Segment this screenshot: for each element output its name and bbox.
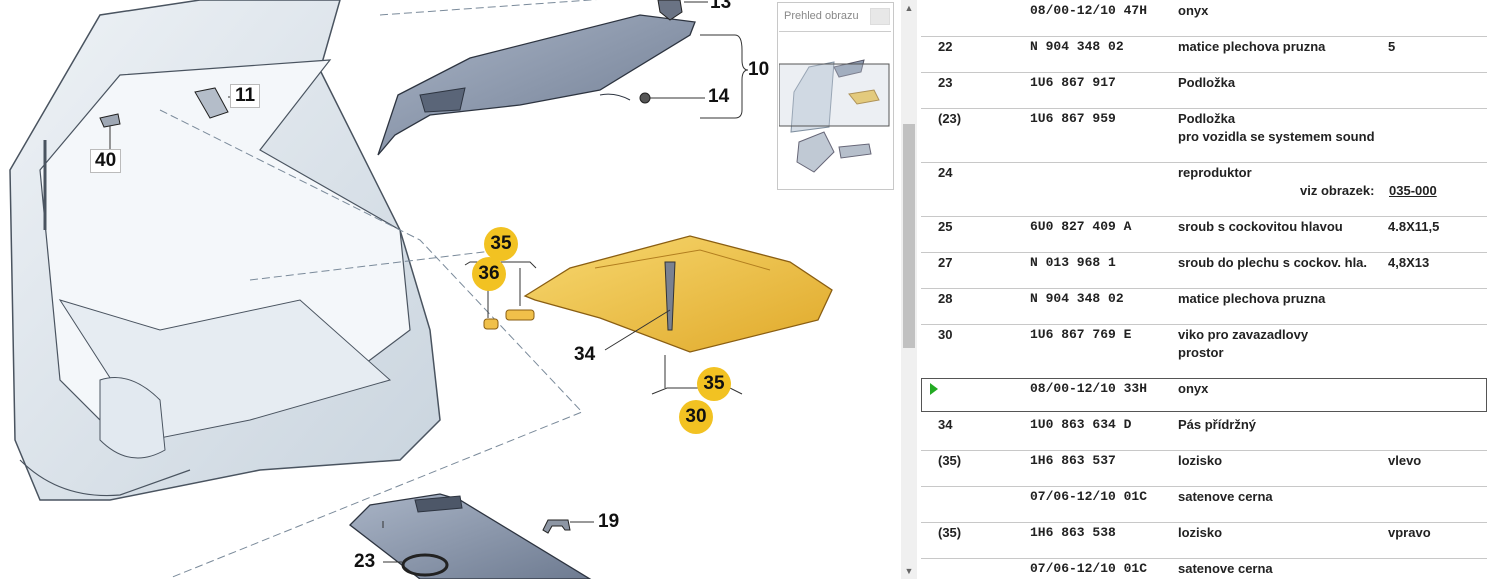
callout-40[interactable]: 40 — [90, 149, 122, 173]
overview-thumbnail-drawing — [779, 59, 890, 173]
part-number-cell: 08/00-12/10 47H — [1030, 3, 1148, 18]
parts-diagram[interactable]: 13 10 11 14 40 19 23 34 35 36 35 30 Preh… — [0, 0, 900, 579]
description-cell: Podložka — [1178, 111, 1236, 126]
part-number-cell: 08/00-12/10 33H — [1030, 381, 1148, 396]
description-cell: onyx — [1178, 381, 1209, 396]
description-cell: onyx — [1178, 3, 1209, 18]
remark-cell: vpravo — [1388, 525, 1431, 540]
callout-11[interactable]: 11 — [230, 84, 261, 108]
remark-cell: vlevo — [1388, 453, 1422, 468]
callout-19[interactable]: 19 — [598, 511, 620, 532]
description-cell: lozisko — [1178, 453, 1223, 468]
table-row[interactable]: 28 N 904 348 02 matice plechova pruzna — [921, 288, 1487, 325]
part-number-cell: 6U0 827 409 A — [1030, 219, 1132, 234]
scroll-thumb[interactable] — [903, 124, 915, 348]
scroll-up-arrow-icon[interactable]: ▲ — [904, 3, 914, 13]
pos-cell: 22 — [938, 39, 953, 54]
see-image-label: viz obrazek: — [1300, 183, 1375, 198]
pos-cell: 24 — [938, 165, 953, 180]
part-number-cell: N 013 968 1 — [1030, 255, 1116, 270]
callout-10[interactable]: 10 — [748, 59, 770, 80]
description-detail-cell: prostor — [1178, 345, 1224, 360]
description-cell: satenove cerna — [1178, 489, 1273, 504]
table-row[interactable]: 25 6U0 827 409 A sroub s cockovitou hlav… — [921, 216, 1487, 253]
table-row[interactable]: 24 reproduktor viz obrazek: 035-000 — [921, 162, 1487, 217]
pos-cell: (35) — [938, 525, 962, 540]
part-number-cell: 1U6 867 769 E — [1030, 327, 1132, 342]
badge-30[interactable]: 30 — [679, 400, 713, 434]
part-number-cell: 1H6 863 537 — [1030, 453, 1116, 468]
description-cell: matice plechova pruzna — [1178, 291, 1326, 306]
see-image-link[interactable]: 035-000 — [1389, 183, 1437, 198]
table-row[interactable]: (35) 1H6 863 537 lozisko vlevo — [921, 450, 1487, 487]
table-row[interactable]: (35) 1H6 863 538 lozisko vpravo — [921, 522, 1487, 559]
vertical-scrollbar[interactable]: ▲ ▼ — [901, 0, 917, 579]
table-row[interactable]: 08/00-12/10 47H onyx — [921, 0, 1487, 37]
remark-cell: 5 — [1388, 39, 1396, 54]
callout-13[interactable]: 13 — [710, 0, 732, 13]
pos-cell: 34 — [938, 417, 953, 432]
description-cell: reproduktor — [1178, 165, 1252, 180]
image-overview-panel[interactable]: Prehled obrazu — [777, 2, 894, 190]
scroll-down-arrow-icon[interactable]: ▼ — [904, 566, 914, 576]
pos-cell: 25 — [938, 219, 953, 234]
badge-36[interactable]: 36 — [472, 257, 506, 291]
overview-thumbnail[interactable] — [779, 31, 891, 188]
table-row[interactable]: 07/06-12/10 01C satenove cerna — [921, 558, 1487, 579]
callout-23[interactable]: 23 — [354, 551, 376, 572]
table-row[interactable]: 30 1U6 867 769 E viko pro zavazadlovy pr… — [921, 324, 1487, 379]
pos-cell: 28 — [938, 291, 953, 306]
selected-row-marker-icon — [930, 383, 938, 395]
part-number-cell: N 904 348 02 — [1030, 291, 1124, 306]
table-row-selected[interactable]: 08/00-12/10 33H onyx — [921, 378, 1487, 412]
callout-34[interactable]: 34 — [574, 344, 596, 365]
table-row[interactable]: 23 1U6 867 917 Podložka — [921, 72, 1487, 109]
part-number-cell: 07/06-12/10 01C — [1030, 561, 1148, 576]
description-cell: satenove cerna — [1178, 561, 1273, 576]
pos-cell: 27 — [938, 255, 953, 270]
remark-cell: 4,8X13 — [1388, 255, 1430, 270]
part-number-cell: 1H6 863 538 — [1030, 525, 1116, 540]
description-detail-cell: pro vozidla se systemem sound — [1178, 129, 1375, 144]
overview-close-button[interactable] — [870, 8, 890, 25]
description-cell: sroub do plechu s cockov. hla. — [1178, 255, 1368, 270]
table-row[interactable]: 22 N 904 348 02 matice plechova pruzna 5 — [921, 36, 1487, 73]
pos-cell: 23 — [938, 75, 953, 90]
description-cell: Pás přídržný — [1178, 417, 1257, 432]
description-cell: sroub s cockovitou hlavou — [1178, 219, 1343, 234]
exploded-view-drawing — [9, 0, 833, 579]
pos-cell: 30 — [938, 327, 953, 342]
description-cell: viko pro zavazadlovy — [1178, 327, 1309, 342]
table-row[interactable]: (23) 1U6 867 959 Podložka pro vozidla se… — [921, 108, 1487, 163]
remark-cell: 4.8X11,5 — [1388, 219, 1440, 234]
description-cell: Podložka — [1178, 75, 1236, 90]
part-number-cell: 07/06-12/10 01C — [1030, 489, 1148, 504]
badge-35[interactable]: 35 — [484, 227, 518, 261]
description-cell: lozisko — [1178, 525, 1223, 540]
badge-35[interactable]: 35 — [697, 367, 731, 401]
table-row[interactable]: 34 1U0 863 634 D Pás přídržný — [921, 414, 1487, 451]
parts-list: 08/00-12/10 47H onyx 22 N 904 348 02 mat… — [921, 0, 1487, 579]
pos-cell: (23) — [938, 111, 962, 126]
pos-cell: (35) — [938, 453, 962, 468]
description-cell: matice plechova pruzna — [1178, 39, 1326, 54]
callout-14[interactable]: 14 — [708, 86, 730, 107]
overview-title: Prehled obrazu — [784, 10, 859, 22]
part-number-cell: 1U0 863 634 D — [1030, 417, 1132, 432]
table-row[interactable]: 27 N 013 968 1 sroub do plechu s cockov.… — [921, 252, 1487, 289]
table-row[interactable]: 07/06-12/10 01C satenove cerna — [921, 486, 1487, 523]
part-number-cell: N 904 348 02 — [1030, 39, 1124, 54]
part-number-cell: 1U6 867 959 — [1030, 111, 1116, 126]
part-number-cell: 1U6 867 917 — [1030, 75, 1116, 90]
